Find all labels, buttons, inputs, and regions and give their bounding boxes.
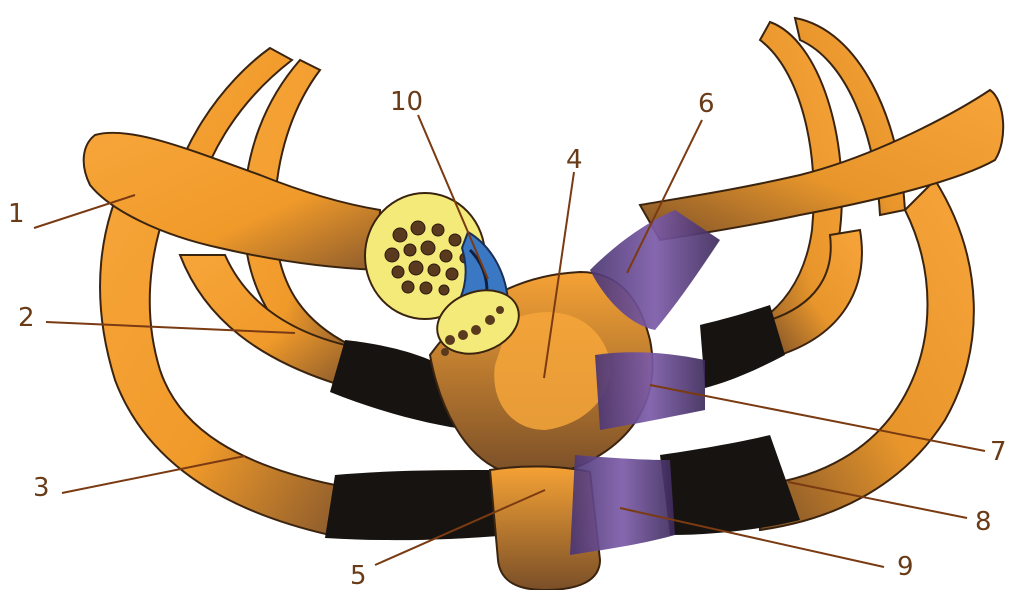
ligament-sternocostal-upper xyxy=(595,352,705,430)
label-2: 2 xyxy=(18,303,35,333)
label-9: 9 xyxy=(897,552,914,582)
label-8: 8 xyxy=(975,507,992,537)
rib-right-outer xyxy=(760,180,974,530)
ligament-sternocostal-lower xyxy=(570,455,675,555)
label-5: 5 xyxy=(350,561,367,590)
label-4: 4 xyxy=(566,145,583,175)
label-7: 7 xyxy=(990,437,1007,467)
costal-cartilage-left-lower xyxy=(325,470,510,540)
label-1: 1 xyxy=(8,199,25,229)
label-10: 10 xyxy=(390,87,423,117)
costal-cartilage-right-lower xyxy=(660,435,800,535)
costal-cartilage-right-upper xyxy=(700,305,785,388)
label-3: 3 xyxy=(33,473,50,503)
label-6: 6 xyxy=(698,89,715,119)
